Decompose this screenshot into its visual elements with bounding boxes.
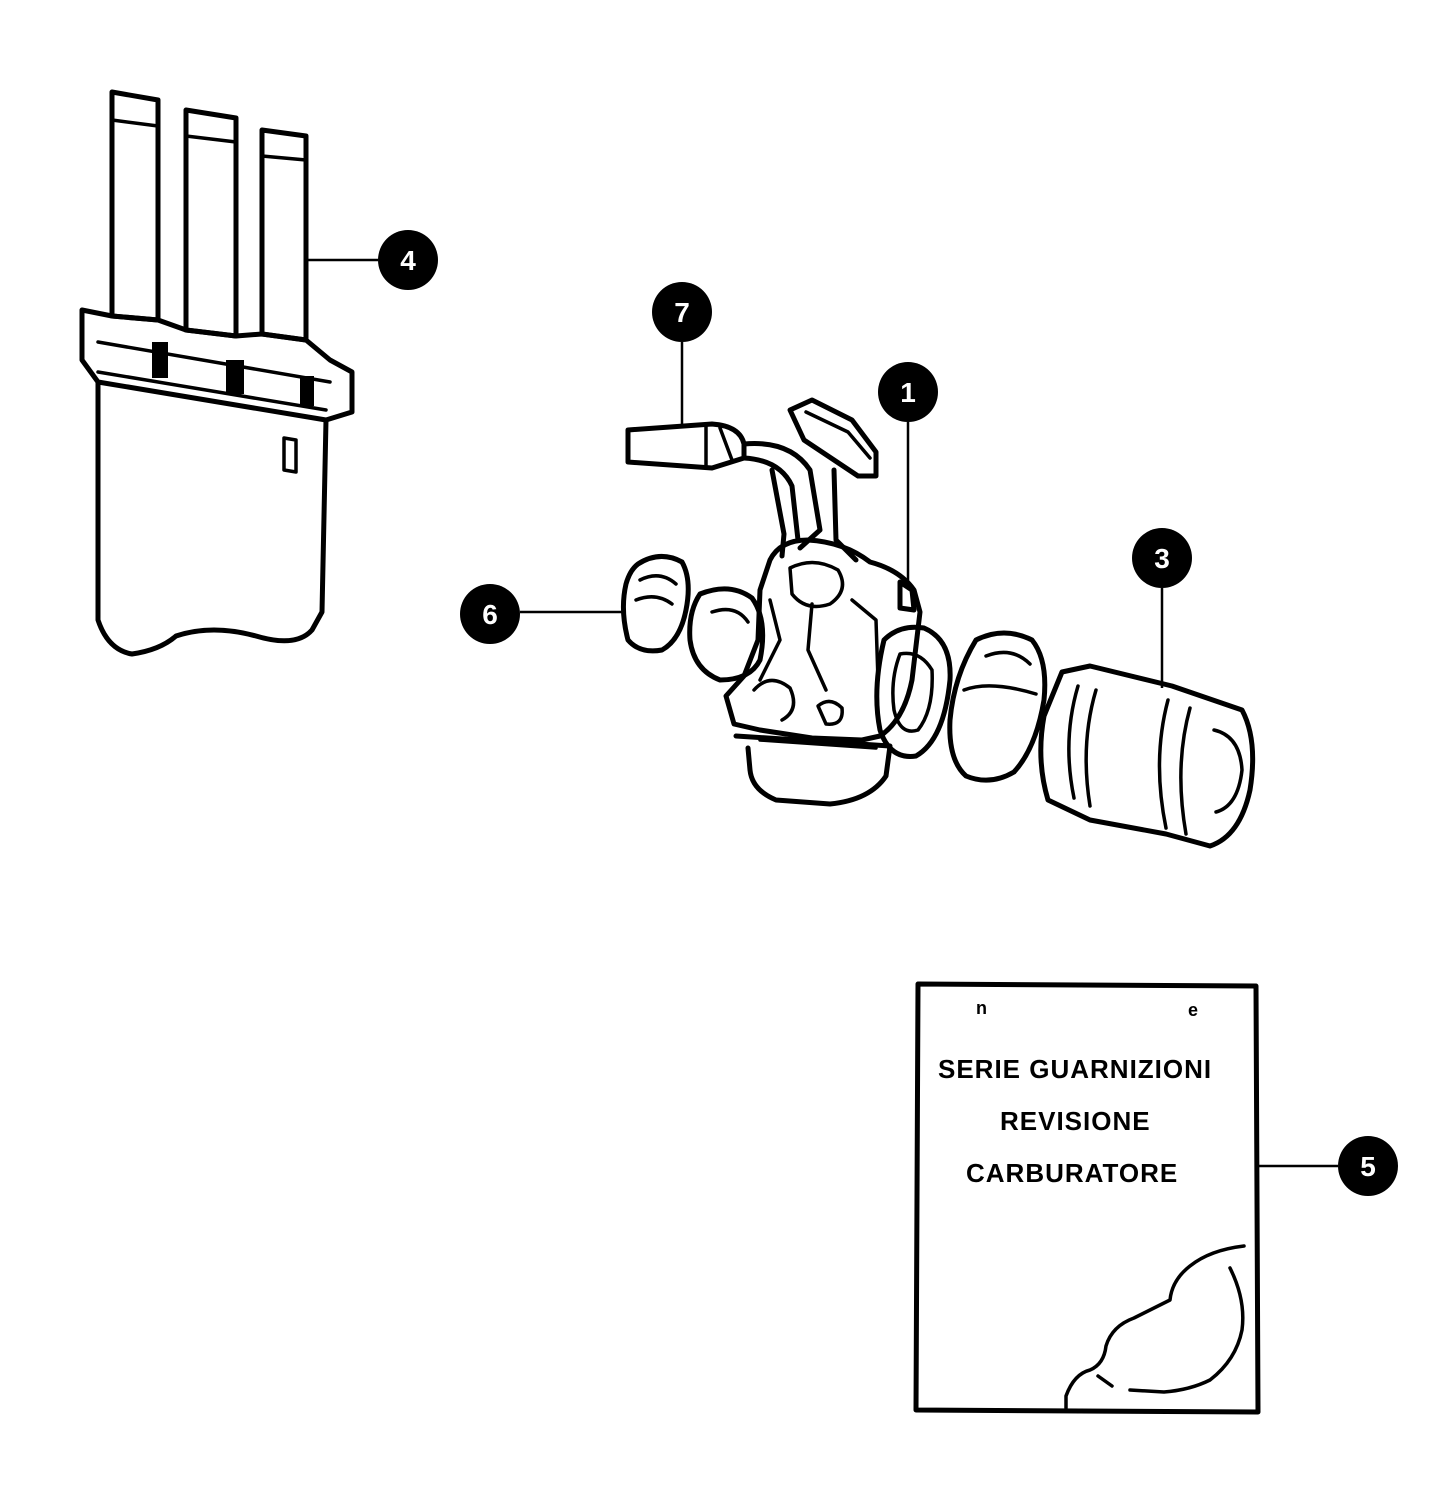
- part-3-sleeve: [1038, 663, 1256, 849]
- svg-text:6: 6: [482, 599, 498, 630]
- callout-7: 7: [652, 282, 712, 342]
- svg-text:4: 4: [400, 245, 416, 276]
- callout-4: 4: [378, 230, 438, 290]
- svg-text:e: e: [1188, 1000, 1198, 1020]
- svg-text:7: 7: [674, 297, 690, 328]
- callout-5: 5: [1338, 1136, 1398, 1196]
- part-4-reed-valve: [79, 89, 355, 657]
- part-5-gasket-kit: n e SERIE GUARNIZIONI REVISIONE CARBURAT…: [913, 981, 1261, 1415]
- hose-clamp: [947, 630, 1048, 783]
- svg-text:1: 1: [900, 377, 916, 408]
- callout-1: 1: [878, 362, 938, 422]
- kit-title-line2: REVISIONE: [1000, 1106, 1151, 1136]
- svg-text:3: 3: [1154, 543, 1170, 574]
- kit-title-line1: SERIE GUARNIZIONI: [938, 1054, 1212, 1084]
- part-6-seal: [620, 554, 691, 654]
- part-1-carburetor: [625, 397, 953, 807]
- svg-text:5: 5: [1360, 1151, 1376, 1182]
- kit-title-line3: CARBURATORE: [966, 1158, 1178, 1188]
- svg-text:n: n: [976, 998, 987, 1018]
- callout-3: 3: [1132, 528, 1192, 588]
- callout-6: 6: [460, 584, 520, 644]
